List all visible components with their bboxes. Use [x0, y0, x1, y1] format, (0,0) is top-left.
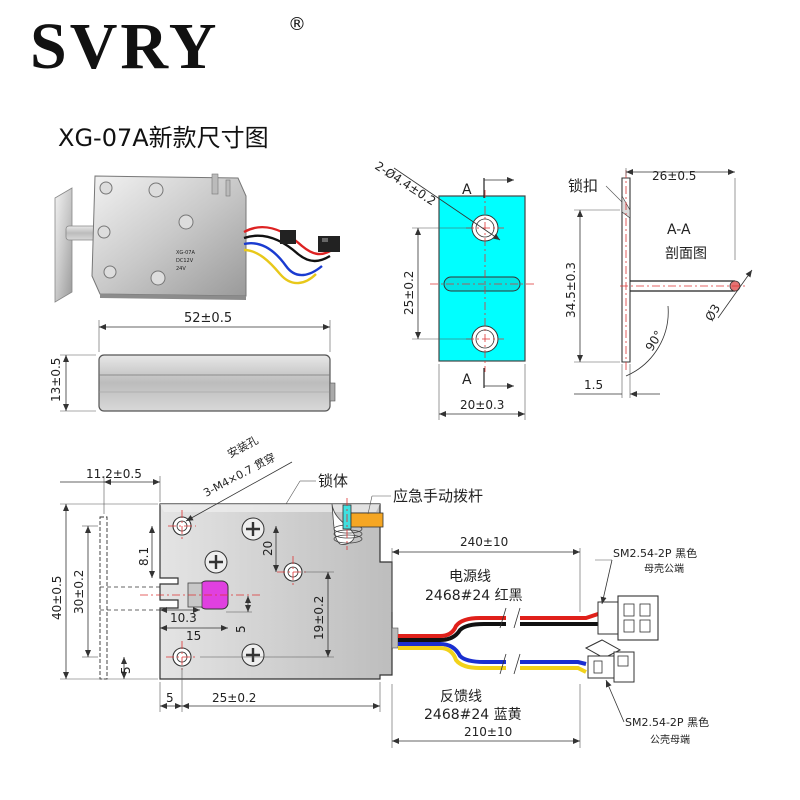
- svg-text:DC12V: DC12V: [176, 258, 194, 264]
- dim-strike-height: 34.5±0.3: [564, 262, 578, 318]
- connector-female-desc: 母壳公端: [644, 562, 684, 575]
- manual-lever: [331, 498, 384, 550]
- connector-male-spec: SM2.54-2P 黑色: [625, 715, 709, 729]
- section-mark-top: A: [462, 182, 472, 198]
- mount-hole-label: 安装孔: [225, 433, 261, 461]
- connector-male: [584, 639, 635, 683]
- dim-25: 25±0.2: [212, 691, 256, 705]
- dim-5-bottom: 5: [166, 691, 174, 705]
- hole-callout: 2-Ø4.4±0.2: [372, 159, 438, 209]
- dim-40: 40±0.5: [50, 576, 64, 620]
- dim-240: 240±10: [460, 535, 508, 549]
- section-subtitle: 剖面图: [665, 246, 707, 262]
- svg-text:24V: 24V: [176, 266, 186, 272]
- front-view: 安装孔 3-M4×0.7 贯穿 锁体 应急手动拨杆 11.2±0.5 40±0.…: [50, 433, 483, 712]
- angle-label: 90°: [643, 328, 666, 353]
- connector-female: [597, 595, 659, 641]
- plate-view: 2-Ø4.4±0.2 A A 25±0.2 20±0.3: [372, 159, 535, 420]
- dim-height-13: 13±0.5: [49, 358, 63, 402]
- page-title: XG-07A新款尺寸图: [58, 124, 269, 152]
- feedback-label: 反馈线: [440, 689, 482, 705]
- brand-logo: SVRY: [30, 10, 220, 83]
- dim-strike-thickness: 1.5: [584, 378, 603, 392]
- dim-hole-pitch: 25±0.2: [402, 271, 416, 315]
- connector-male-desc: 公壳母端: [650, 733, 690, 746]
- photo-label: XG-07A DC12V 24V: [176, 250, 195, 272]
- dim-8-1: 8.1: [137, 547, 151, 566]
- dim-pin-dia: Ø3: [702, 302, 723, 324]
- dim-11-2: 11.2±0.5: [86, 467, 142, 481]
- registered-mark: ®: [288, 14, 306, 35]
- manual-lever-label: 应急手动拨杆: [393, 487, 483, 505]
- dim-15: 15: [186, 629, 201, 643]
- power-spec: 2468#24 红黑: [425, 588, 523, 604]
- dim-19: 19±0.2: [312, 596, 326, 640]
- screws: [204, 517, 265, 667]
- feedback-spec: 2468#24 蓝黄: [424, 706, 522, 723]
- mount-hole-spec: 3-M4×0.7 贯穿: [201, 450, 278, 500]
- dim-10-3: 10.3: [170, 611, 197, 625]
- wiring: 240±10 210±10 电源线 2468#24 红黑 反馈线 2468#24…: [391, 535, 709, 748]
- dim-5-inner: 5: [234, 625, 248, 633]
- dim-plate-width: 20±0.3: [460, 398, 504, 412]
- section-mark-bottom: A: [462, 372, 472, 388]
- dim-length-52: 52±0.5: [184, 311, 232, 326]
- dim-5-left: 5: [119, 666, 133, 674]
- dim-210: 210±10: [464, 725, 512, 739]
- section-view: 锁扣 26±0.5 A-A 剖面图 34.5±0.3 Ø3 90°: [564, 168, 753, 398]
- strike-label: 锁扣: [568, 177, 598, 195]
- lock-body-label: 锁体: [318, 472, 348, 490]
- section-title: A-A: [667, 222, 691, 238]
- connector-female-spec: SM2.54-2P 黑色: [613, 546, 697, 560]
- svg-text:XG-07A: XG-07A: [176, 250, 195, 256]
- dim-30: 30±0.2: [72, 570, 86, 614]
- product-photo: XG-07A DC12V 24V: [54, 173, 340, 303]
- dim-20: 20: [261, 541, 275, 556]
- top-view: 52±0.5 13±0.5: [49, 311, 336, 412]
- dim-strike-top: 26±0.5: [652, 169, 696, 183]
- front-view-dimensions: 11.2±0.5 40±0.5 30±0.2 8.1 20 10.3 15: [50, 467, 381, 712]
- power-label: 电源线: [449, 569, 491, 585]
